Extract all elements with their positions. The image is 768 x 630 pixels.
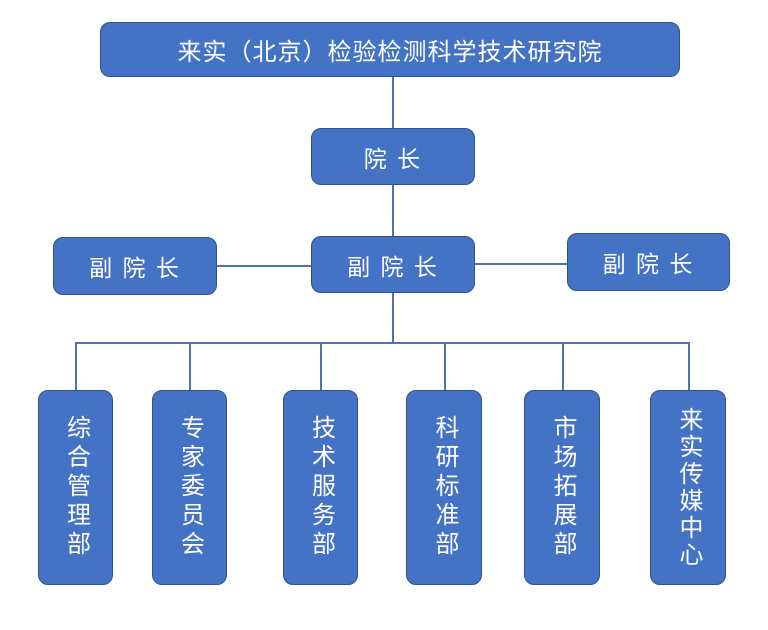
org-box-dept-3: 技术服务部 (283, 390, 358, 585)
connector-rail (75, 342, 689, 344)
org-box-dept-5-label: 市场拓展部 (549, 415, 576, 560)
connector-root-president (392, 77, 394, 128)
org-box-vp-left-label: 副 院 长 (89, 255, 181, 281)
org-box-president-label: 院 长 (363, 145, 423, 172)
org-box-dept-4-label: 科研标准部 (431, 415, 458, 560)
connector-vp-left (216, 265, 312, 267)
org-box-root: 来实（北京）检验检测科学技术研究院 (100, 22, 680, 77)
org-box-vp-center-label: 副 院 长 (347, 253, 439, 280)
connector-vp-rail (392, 292, 394, 343)
connector-drop-3 (320, 342, 322, 391)
org-box-dept-1: 综合管理部 (38, 390, 113, 585)
org-box-dept-6: 来实传媒中心 (650, 390, 726, 585)
org-box-vp-right-label: 副 院 长 (602, 251, 695, 277)
connector-drop-5 (562, 342, 564, 391)
org-box-president: 院 长 (311, 128, 475, 185)
org-box-dept-1-label: 综合管理部 (62, 415, 90, 560)
org-box-vp-center: 副 院 长 (311, 236, 475, 293)
connector-drop-4 (444, 342, 446, 391)
org-box-dept-2-label: 专家委员会 (176, 415, 204, 560)
org-box-vp-left: 副 院 长 (53, 237, 217, 295)
connector-president-vp (392, 185, 394, 236)
org-box-dept-6-label: 来实传媒中心 (675, 406, 702, 569)
org-box-dept-3-label: 技术服务部 (307, 415, 335, 560)
connector-drop-6 (688, 342, 690, 391)
org-box-dept-5: 市场拓展部 (524, 390, 600, 585)
org-box-vp-right: 副 院 长 (567, 233, 730, 291)
org-box-dept-4: 科研标准部 (406, 390, 482, 585)
connector-drop-2 (189, 342, 191, 391)
connector-drop-1 (75, 342, 77, 391)
org-box-dept-2: 专家委员会 (152, 390, 227, 585)
org-box-root-label: 来实（北京）检验检测科学技术研究院 (177, 39, 603, 66)
connector-vp-right (474, 263, 568, 265)
